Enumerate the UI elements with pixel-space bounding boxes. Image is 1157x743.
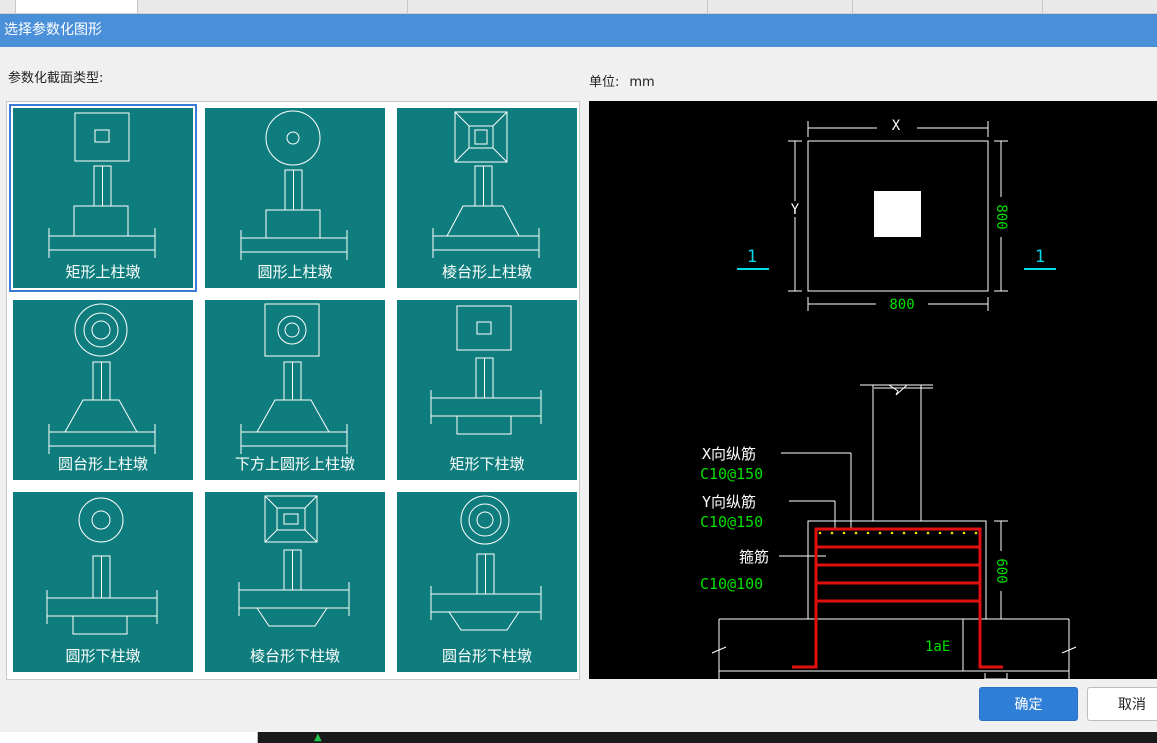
rect-lower-pier-icon [430, 305, 542, 435]
dim-height: 800 [993, 204, 1009, 229]
cone-lower-pier-icon [430, 495, 542, 631]
tile-circle-upper-pier[interactable]: 圆形上柱墩 [205, 108, 385, 288]
tile-label: 圆形上柱墩 [257, 263, 333, 281]
tile-circle-lower-pier[interactable]: 圆形下柱墩 [13, 492, 193, 672]
tile-label: 圆台形下柱墩 [441, 647, 532, 665]
shape-preview: X Y 800 800 1 1 [589, 101, 1157, 714]
top-strip-segment [708, 0, 853, 13]
tile-rect-upper-pier[interactable]: 矩形上柱墩 [9, 104, 197, 292]
section-type-label: 参数化截面类型: [8, 71, 104, 86]
tile-label: 矩形上柱墩 [65, 263, 141, 281]
top-strip-segment [0, 0, 16, 13]
tile-frustum-lower-pier[interactable]: 棱台形下柱墩 [205, 492, 385, 672]
y-rebar-value: C10@150 [700, 513, 763, 531]
tile-frustum-upper-pier[interactable]: 棱台形上柱墩 [397, 108, 577, 288]
dim-width: 800 [889, 297, 914, 313]
bottom-left-panel [0, 732, 258, 743]
frustum-lower-pier-icon [238, 495, 350, 627]
tile-label: 棱台形下柱墩 [249, 647, 340, 665]
x-rebar-value: C10@150 [700, 465, 763, 483]
tile-cone-lower-pier[interactable]: 圆台形下柱墩 [397, 492, 577, 672]
rebar-cage [792, 527, 1003, 669]
top-strip-segment [16, 0, 138, 13]
ok-button[interactable]: 确定 [979, 687, 1078, 721]
square-base-round-top-pier-icon [240, 303, 348, 454]
top-strip [0, 0, 1157, 14]
top-strip-segment [853, 0, 1043, 13]
tile-square-base-round-top-pier[interactable]: 下方上圆形上柱墩 [205, 300, 385, 480]
rect-upper-pier-icon [48, 112, 156, 258]
cancel-button[interactable]: 取消 [1087, 687, 1157, 721]
y-rebar-label: Y向纵筋 [702, 493, 756, 511]
circle-lower-pier-icon [46, 497, 158, 635]
tile-label: 下方上圆形上柱墩 [234, 455, 355, 473]
tile-label: 棱台形上柱墩 [441, 263, 532, 281]
tile-label: 圆台形上柱墩 [57, 455, 148, 473]
circle-upper-pier-icon [240, 110, 348, 260]
stirrup-value: C10@100 [700, 575, 763, 593]
cone-upper-pier-icon [48, 303, 156, 454]
dialog-body: 参数化截面类型: 单位: mm 矩形上柱墩 [0, 47, 1157, 732]
tile-rect-lower-pier[interactable]: 矩形下柱墩 [397, 300, 577, 480]
unit-label-group: 单位: mm [589, 71, 655, 90]
bottom-canvas-strip [258, 732, 1157, 743]
section-mark-left: 1 [747, 247, 757, 267]
dim-y: Y [791, 202, 800, 218]
column-plan-mark [874, 191, 921, 237]
dim-x: X [892, 118, 901, 134]
frustum-upper-pier-icon [432, 111, 540, 258]
x-rebar-label: X向纵筋 [702, 445, 756, 463]
stirrup-label: 箍筋 [739, 548, 769, 566]
tile-label: 圆形下柱墩 [65, 647, 141, 665]
dim-pier-height: 600 [993, 558, 1009, 583]
top-strip-segment [408, 0, 708, 13]
section-mark-right: 1 [1035, 247, 1045, 267]
top-strip-segment [138, 0, 408, 13]
unit-label: 单位: [589, 75, 620, 90]
arrow-up-icon: ▲ [314, 732, 322, 743]
tile-cone-upper-pier[interactable]: 圆台形上柱墩 [13, 300, 193, 480]
dialog-title: 选择参数化图形 [0, 14, 1157, 47]
preview-drawing: X Y 800 800 1 1 [700, 117, 1077, 714]
shape-grid: 矩形上柱墩 圆形上柱墩 [6, 101, 580, 680]
tile-label: 矩形下柱墩 [449, 455, 525, 473]
anchor-label: 1aE [925, 639, 950, 655]
unit-value: mm [629, 75, 655, 90]
bottom-strip: ▲ [0, 732, 1157, 743]
